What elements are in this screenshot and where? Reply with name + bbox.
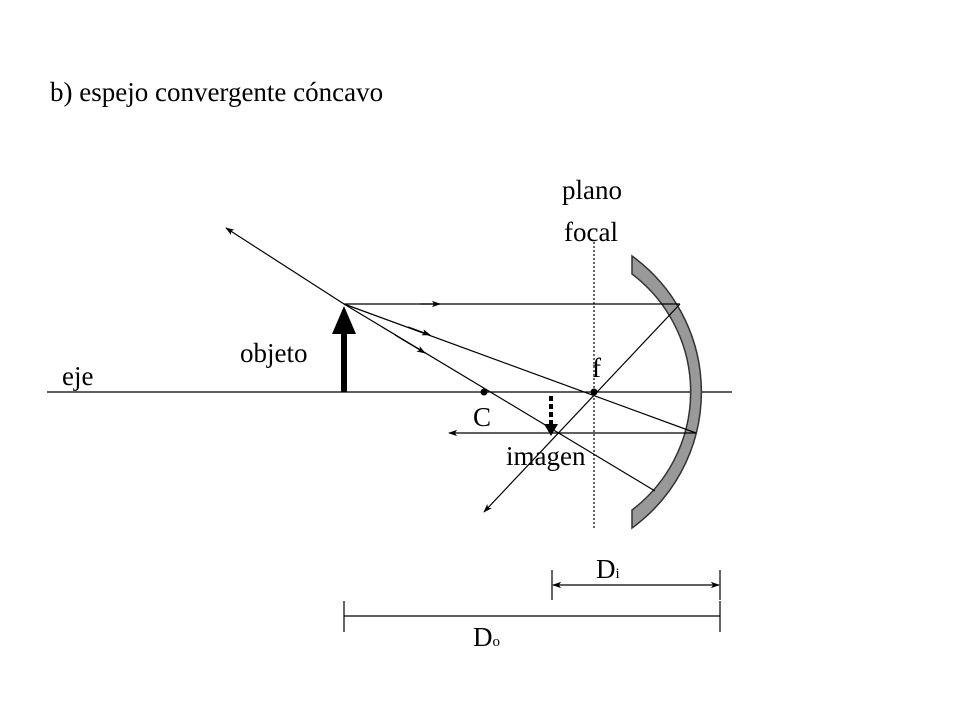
object-arrowhead — [332, 306, 356, 334]
focal-plane-label-line2: focal — [564, 217, 618, 247]
ray-extension — [225, 227, 345, 305]
do-label: Do — [473, 622, 500, 652]
focus-label: f — [592, 353, 601, 383]
ray-parallel-reflected — [483, 303, 681, 513]
axis-label: eje — [62, 361, 93, 391]
image-label: imagen — [506, 441, 586, 471]
focal-plane-label-line1: plano — [562, 175, 622, 205]
center-point — [480, 388, 488, 396]
focus-point — [590, 388, 598, 396]
diagram-title: b) espejo convergente cóncavo — [50, 77, 383, 107]
ray-focal-arrow — [407, 326, 431, 336]
object-label: objeto — [240, 338, 308, 368]
concave-mirror — [631, 254, 703, 530]
ray-focal-incident — [343, 303, 697, 434]
ray-center-incident — [343, 303, 656, 492]
center-label: C — [473, 402, 491, 432]
di-label: Di — [596, 554, 620, 584]
ray-center-arrow — [394, 334, 426, 354]
